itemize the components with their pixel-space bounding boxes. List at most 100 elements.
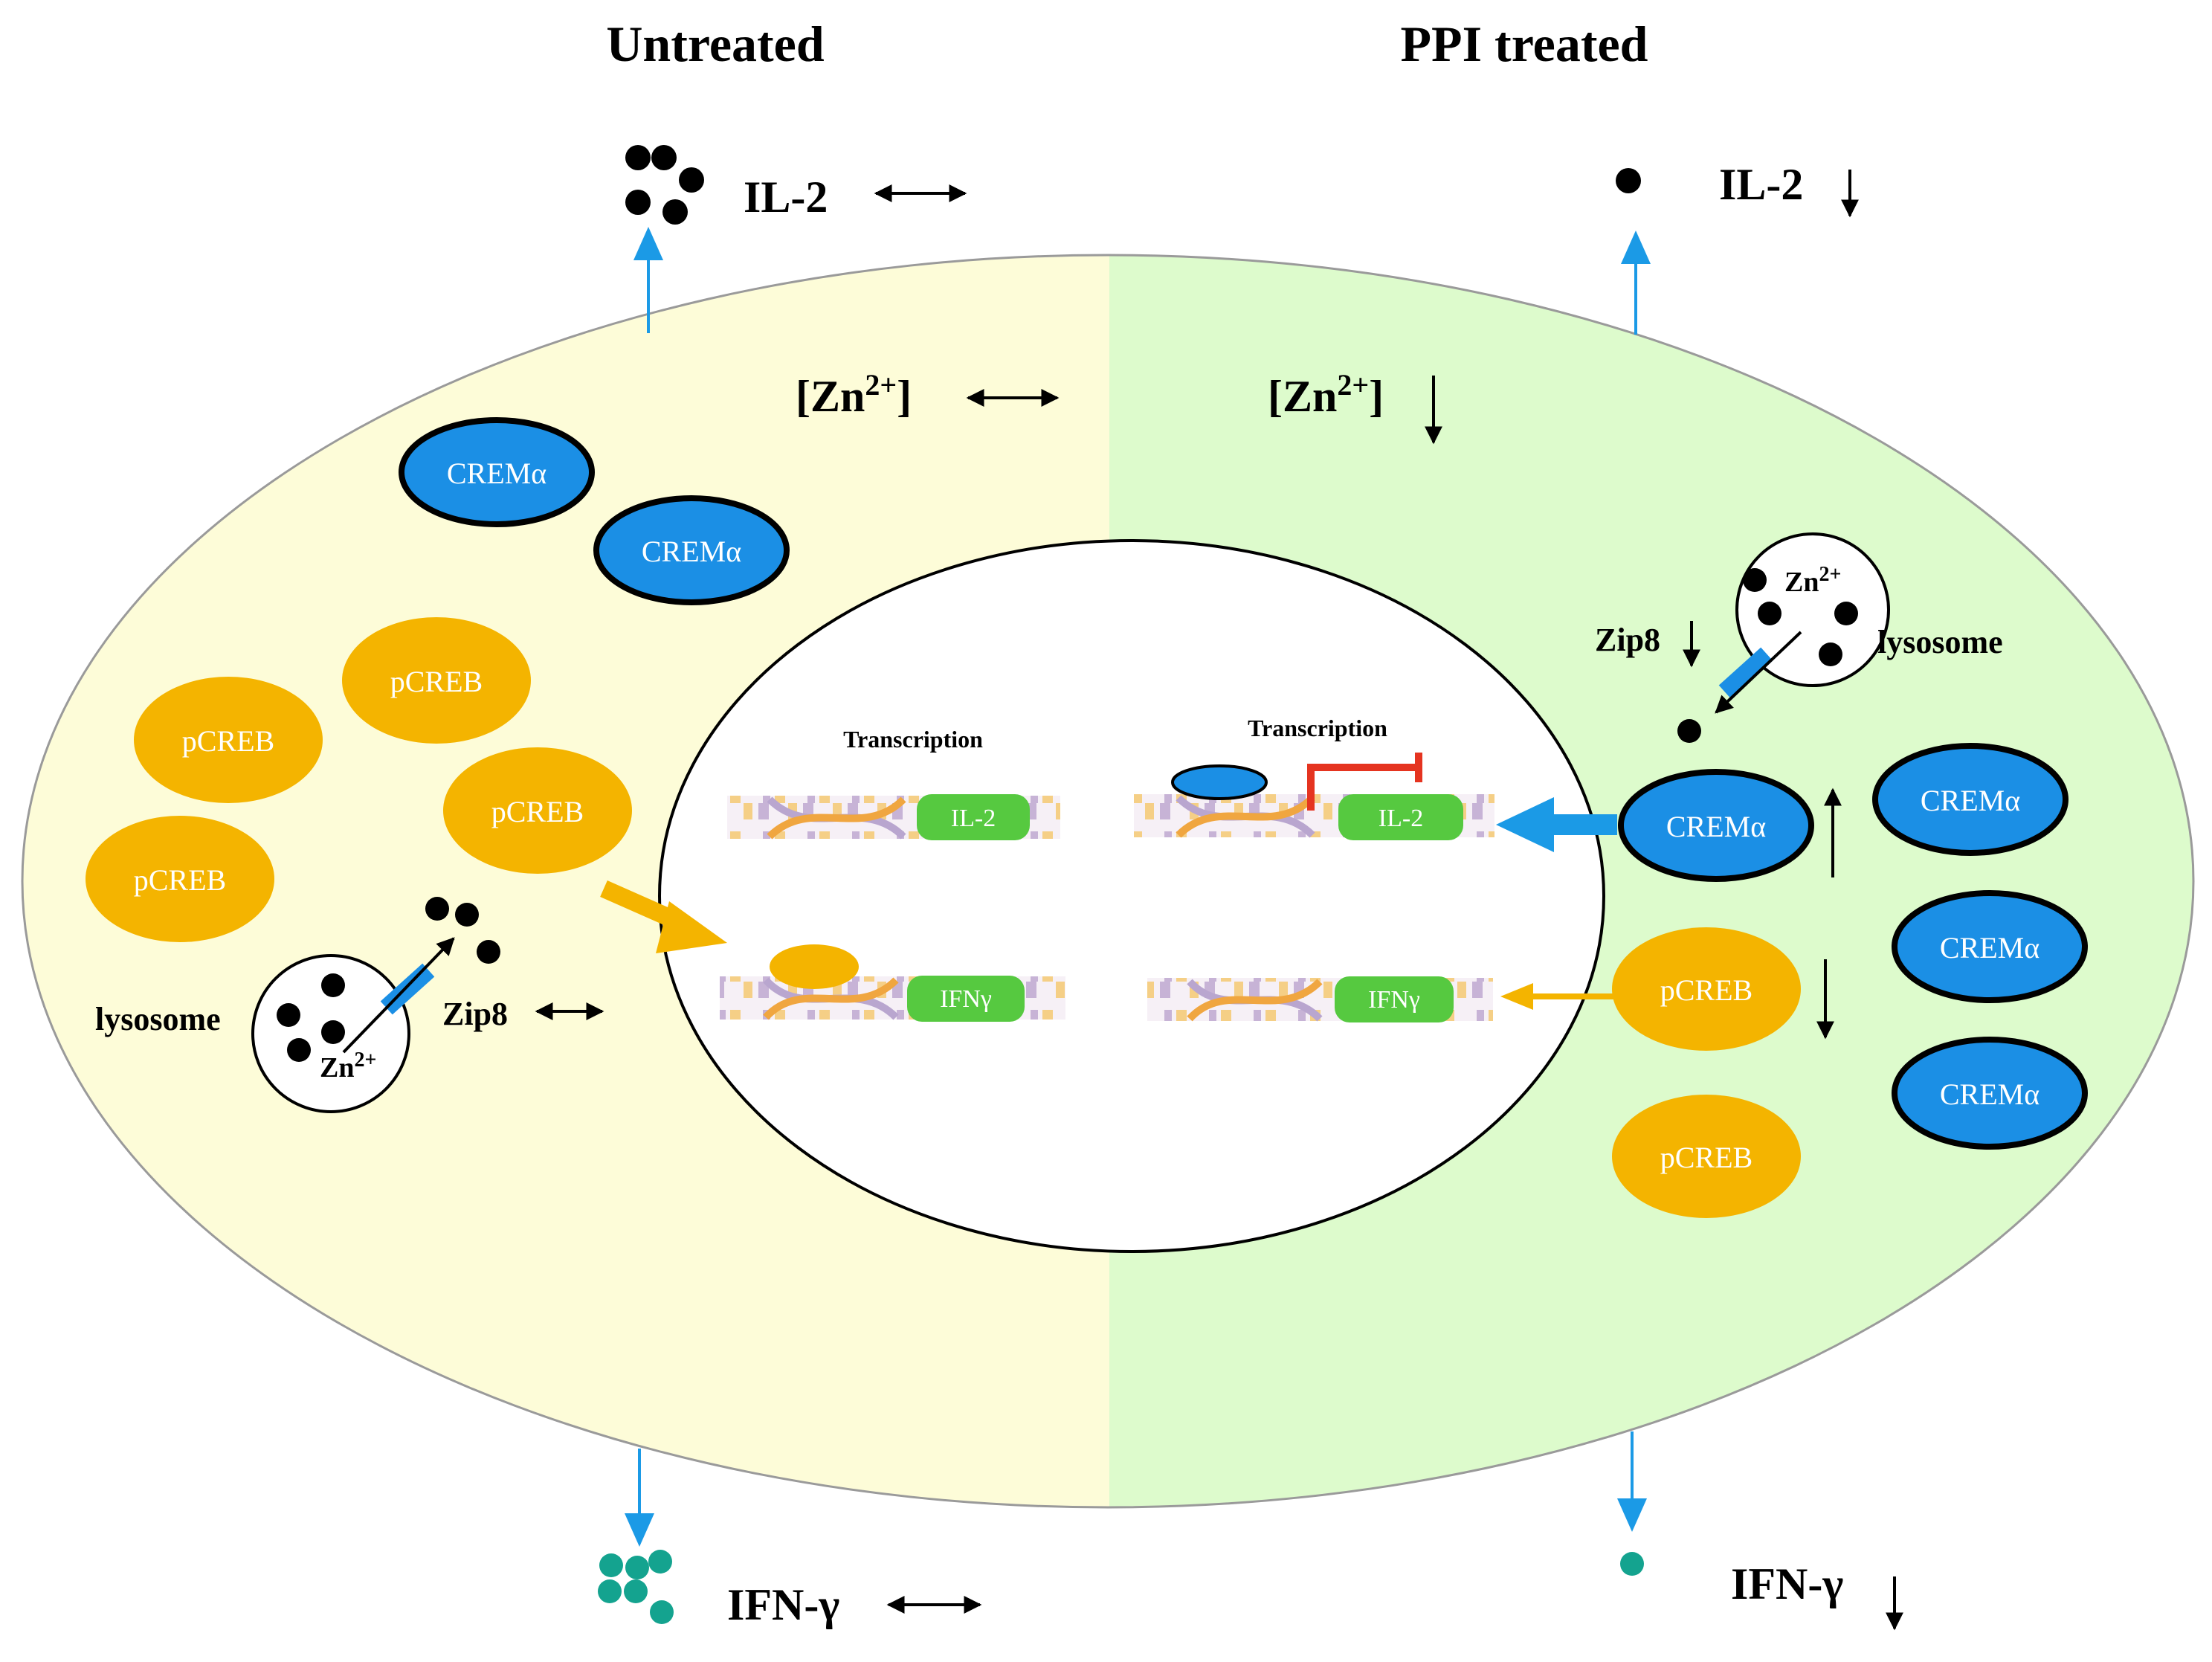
il2-secretion-ppi: IL-2	[1616, 160, 1859, 335]
pcreb-label: pCREB	[1660, 973, 1752, 1007]
pcreb-to-nucleus-arrow	[600, 880, 727, 953]
pcreb-protein	[342, 617, 531, 744]
pcreb-protein	[134, 677, 323, 803]
untreated-header: Untreated	[606, 16, 825, 72]
ifng-secretion-untreated: IFN-γ	[598, 1449, 982, 1629]
il2-dot	[625, 145, 651, 170]
zinc-ion-label: Zn2+	[320, 1049, 376, 1083]
ifng-dot	[1620, 1552, 1644, 1576]
zinc-efflux-arrow	[1715, 631, 1802, 714]
pcreb-label: pCREB	[182, 724, 274, 758]
zinc-dot	[1758, 602, 1781, 625]
crem-to-il2-arrow	[1496, 797, 1617, 852]
gene-label-ifng: IFNγ	[1368, 986, 1420, 1014]
zinc-efflux-arrow	[342, 937, 455, 1054]
zinc-dot	[1834, 602, 1858, 625]
il2-dot	[662, 199, 688, 225]
ifng-dot	[650, 1600, 674, 1624]
zinc-dot	[321, 973, 345, 997]
zinc-level-untreated: [Zn2+]	[796, 368, 1060, 421]
secretion-arrowhead	[1617, 1498, 1647, 1532]
ifng-label-ppi: IFN-γ	[1731, 1559, 1843, 1608]
zinc-ion-label: Zn2+	[1784, 563, 1841, 598]
zip8-label-untreated: Zip8	[442, 996, 508, 1032]
pcreb-protein	[1612, 1095, 1801, 1218]
crem-protein	[1872, 743, 2068, 856]
transcription-label-left: Transcription	[843, 726, 983, 753]
il2-dot	[651, 145, 677, 170]
dna-il2-untreated: IL-2	[727, 794, 1060, 840]
released-zinc-dot	[425, 897, 449, 921]
pcreb-protein	[86, 816, 274, 942]
dna-ifng-ppi: IFNγ	[1147, 976, 1493, 1022]
ifng-dot	[625, 1556, 649, 1579]
lysosome-ppi: Zn2+ lysosome Zip8	[1595, 532, 2003, 743]
gene-label-il2: IL-2	[1379, 805, 1423, 832]
crem-label: CREMα	[1940, 1078, 2040, 1111]
zinc-dot	[1743, 568, 1767, 592]
zip8-label-ppi: Zip8	[1595, 622, 1660, 658]
gene-box-il2	[917, 794, 1030, 840]
pcreb-untreated: pCREB pCREB pCREB pCREB	[86, 617, 632, 942]
zinc-dot	[321, 1020, 345, 1044]
cell-membrane	[21, 254, 2195, 1509]
pcreb-protein	[1612, 927, 1801, 1051]
bound-crem	[1171, 764, 1268, 800]
il2-label-ppi: IL-2	[1719, 160, 1803, 209]
pcreb-label: pCREB	[134, 863, 226, 897]
crem-label: CREMα	[1921, 784, 2020, 817]
crem-label: CREMα	[447, 457, 546, 490]
ifng-dot	[648, 1550, 672, 1574]
il2-dot	[679, 167, 704, 193]
zinc-level-ppi: [Zn2+]	[1268, 368, 1442, 445]
released-zinc-dot	[477, 940, 500, 964]
pcreb-label: pCREB	[491, 795, 584, 828]
crem-ppi: CREMα CREMα CREMα CREMα	[1618, 743, 2088, 1150]
ifng-label-untreated: IFN-γ	[727, 1580, 839, 1629]
zinc-dot	[1819, 642, 1842, 666]
crem-protein	[593, 495, 790, 605]
gene-box-il2	[1338, 794, 1463, 840]
ifng-secretion-ppi: IFN-γ	[1617, 1431, 1903, 1631]
pcreb-label: pCREB	[1660, 1141, 1752, 1174]
il2-label-untreated: IL-2	[744, 173, 828, 222]
crem-label: CREMα	[1666, 810, 1766, 843]
ifng-dot	[598, 1579, 622, 1603]
ifng-dot	[624, 1579, 648, 1603]
gene-label-il2: IL-2	[951, 805, 996, 832]
zinc-dot	[287, 1038, 311, 1062]
ifng-dot	[599, 1553, 623, 1577]
pcreb-to-ifng-arrow	[1500, 983, 1617, 1010]
crem-protein	[1892, 890, 2088, 1003]
dna-il2-ppi: IL-2	[1134, 753, 1494, 840]
lysosome-label-untreated: lysosome	[95, 1001, 221, 1037]
gene-box-ifng	[907, 976, 1025, 1022]
secretion-arrowhead	[633, 227, 663, 260]
crem-protein	[399, 417, 595, 527]
released-zinc-dot	[455, 903, 479, 927]
gene-label-ifng: IFNγ	[940, 985, 992, 1013]
bound-pcreb	[770, 944, 859, 989]
il2-dot	[625, 190, 651, 215]
zinc-label-untreated: [Zn2+]	[796, 368, 912, 421]
crem-protein	[1892, 1037, 2088, 1150]
crem-label: CREMα	[1940, 931, 2040, 964]
zip8-transporter	[1718, 647, 1773, 699]
pcreb-protein	[443, 747, 632, 874]
lysosome-untreated: Zn2+ lysosome Zip8	[95, 897, 604, 1113]
crem-protein	[1618, 769, 1814, 882]
crem-untreated: CREMα CREMα	[399, 417, 790, 605]
released-zinc-dot	[1677, 719, 1701, 743]
zinc-dot	[277, 1003, 300, 1027]
crem-label: CREMα	[642, 535, 741, 568]
gene-box-ifng	[1335, 976, 1454, 1022]
lysosome-label-ppi: lysosome	[1877, 624, 2003, 660]
il2-dot	[1616, 168, 1641, 193]
transcription-label-right: Transcription	[1248, 715, 1387, 741]
pcreb-ppi: pCREB pCREB	[1612, 927, 1834, 1218]
lysosome	[1735, 532, 1890, 687]
pcreb-label: pCREB	[390, 665, 483, 698]
ppi-treated-header: PPI treated	[1401, 16, 1648, 72]
